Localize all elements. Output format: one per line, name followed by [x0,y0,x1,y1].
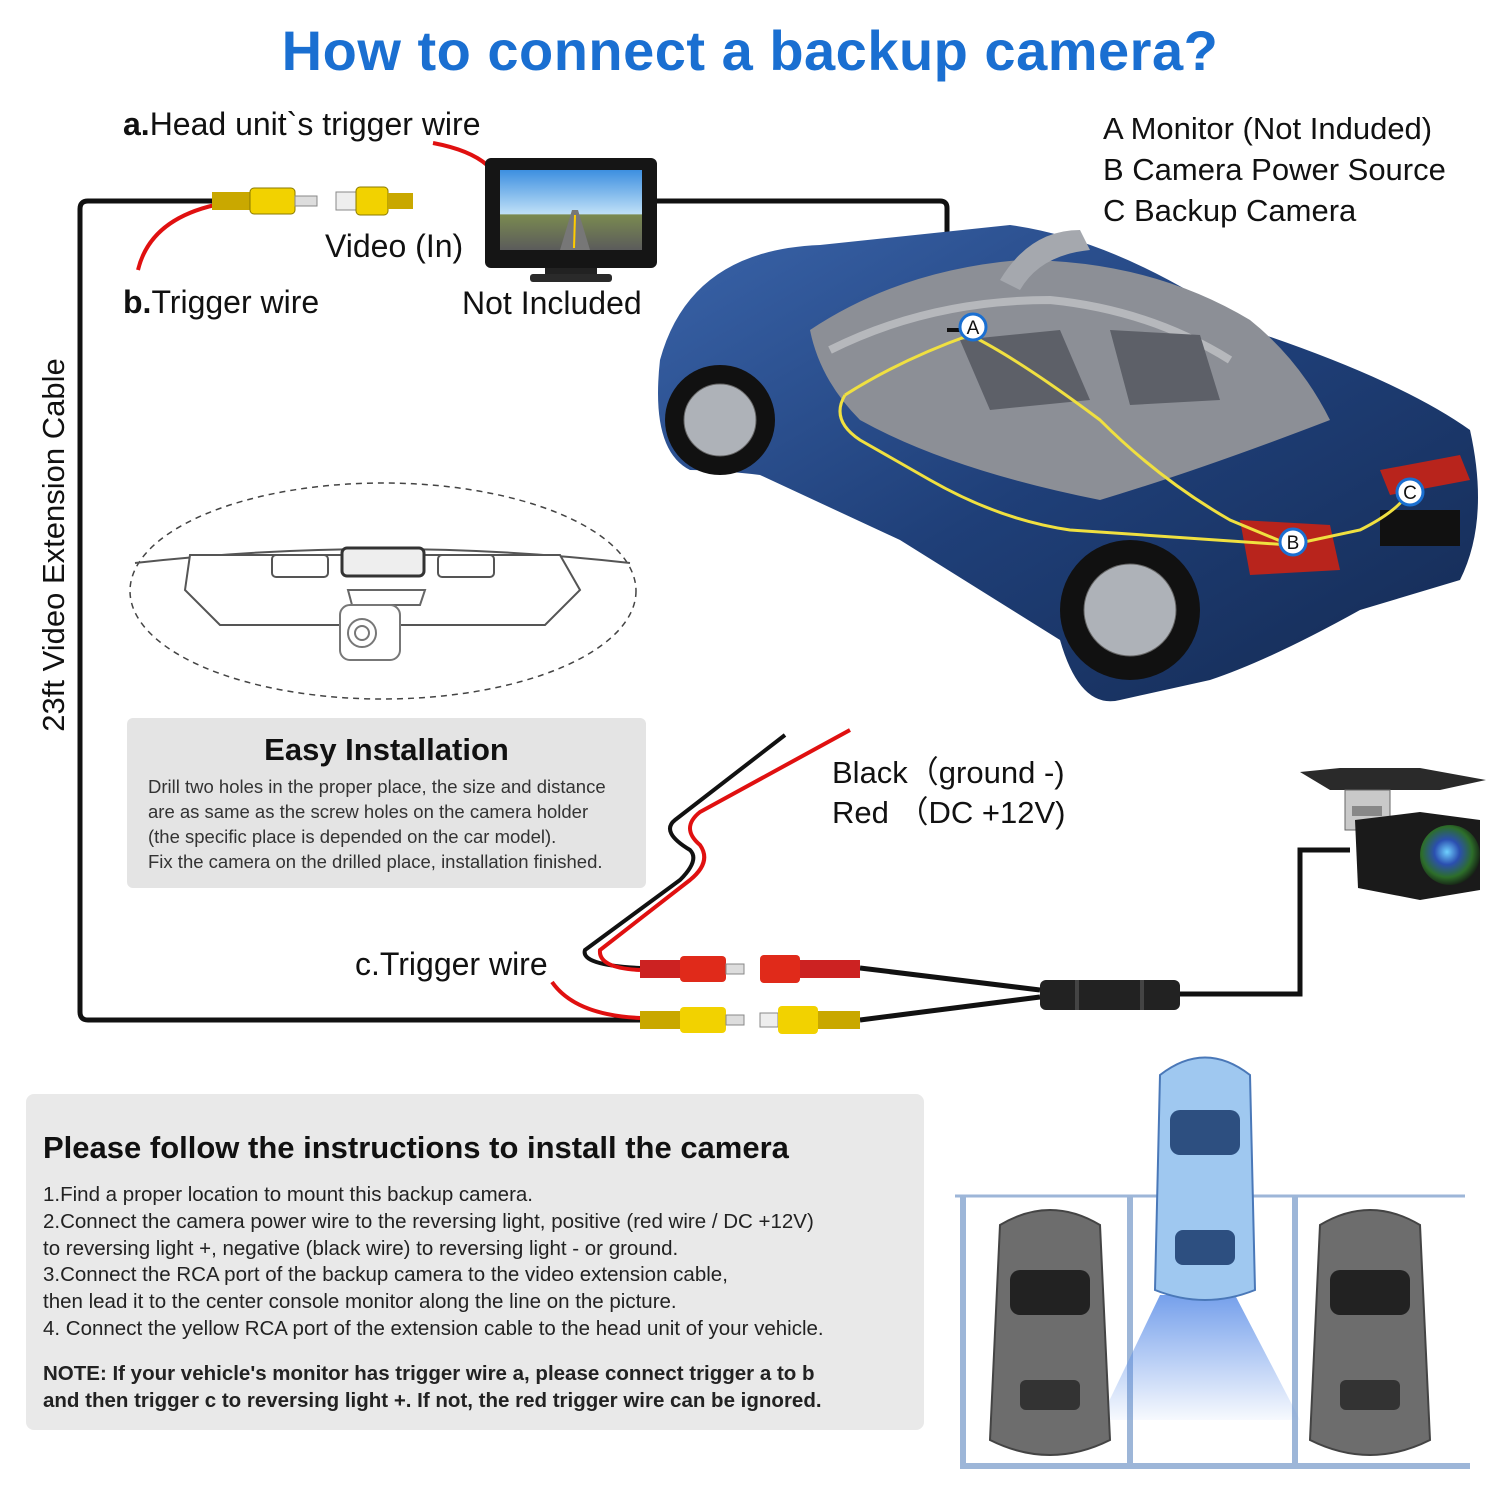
trigger-c-prefix: c. [355,946,380,982]
rca-jack-yellow-bottom [759,1006,860,1034]
rca-jack-yellow-top [335,186,413,216]
monitor [485,158,657,282]
note-line: NOTE: If your vehicle's monitor has trig… [43,1362,815,1385]
trigger-b-prefix: b. [123,284,152,320]
not-included-label: Not Included [462,285,642,321]
marker-c-label: C [1403,483,1417,504]
instruction-step: 4. Connect the yellow RCA port of the ex… [43,1316,824,1340]
power-wires [582,728,851,972]
trigger-b-text: Trigger wire [151,284,320,320]
instruction-step: then lead it to the center console monit… [43,1290,677,1314]
extension-cable [77,198,1350,1023]
trigger-b-label: b.Trigger wire [123,284,319,321]
instruction-step: 3.Connect the RCA port of the backup cam… [43,1263,728,1287]
backup-camera [1300,768,1486,900]
head-unit-trigger-prefix: a. [123,106,150,142]
rca-plug-yellow-bottom [640,1007,745,1033]
red-wire-label: Red （DC +12V) [832,795,1066,830]
install-detail-ellipse [129,482,637,700]
marker-b-label: B [1287,533,1300,554]
marker-c: C [1395,477,1425,507]
legend: A Monitor (Not Induded) B Camera Power S… [1103,108,1446,231]
instructions-panel: Please follow the instructions to instal… [26,1094,924,1430]
video-in-label: Video (In) [325,228,464,264]
head-unit-trigger-label: a.Head unit`s trigger wire [123,106,480,143]
car-illustration [658,225,1478,702]
rca-plug-red-bottom [640,956,745,982]
power-wire-labels: Black（ground -) Red （DC +12V) [832,753,1065,833]
legend-item-b: B Camera Power Source [1103,152,1446,187]
easy-installation-body: Drill two holes in the proper place, the… [148,774,643,874]
easy-installation-line: (the specific place is depended on the c… [148,826,557,847]
instructions-title: Please follow the instructions to instal… [43,1130,789,1165]
extension-cable-label: 23ft Video Extension Cable [36,358,71,732]
cable-junction-box [1040,980,1180,1010]
easy-installation-panel: Easy Installation Drill two holes in the… [127,718,646,888]
legend-item-c: C Backup Camera [1103,193,1357,228]
instruction-step: 2.Connect the camera power wire to the r… [43,1209,814,1233]
page-title: How to connect a backup camera? [281,19,1219,82]
rca-jack-red-bottom [760,955,860,983]
legend-item-a: A Monitor (Not Induded) [1103,111,1433,146]
note-line: and then trigger c to reversing light +.… [43,1389,822,1412]
parking-illustration [955,1056,1470,1469]
trigger-wires [136,141,641,1020]
instruction-step: to reversing light +, negative (black wi… [43,1236,679,1260]
instruction-step: 1.Find a proper location to mount this b… [43,1183,533,1206]
easy-installation-title: Easy Installation [264,732,509,767]
easy-installation-line: Fix the camera on the drilled place, ins… [148,851,603,872]
black-wire-label: Black（ground -) [832,755,1065,790]
marker-a: A [958,312,988,342]
trigger-c-label: c.Trigger wire [355,946,548,983]
trigger-c-text: Trigger wire [379,946,548,982]
easy-installation-line: are as same as the screw holes on the ca… [148,801,589,822]
marker-a-label: A [967,318,980,339]
head-unit-trigger-text: Head unit`s trigger wire [149,106,481,142]
instructions-note: NOTE: If your vehicle's monitor has trig… [43,1360,822,1414]
easy-installation-line: Drill two holes in the proper place, the… [148,776,606,797]
rca-plug-yellow-top [212,187,318,215]
marker-b: B [1278,527,1308,557]
instructions-steps: 1.Find a proper location to mount this b… [43,1182,824,1343]
